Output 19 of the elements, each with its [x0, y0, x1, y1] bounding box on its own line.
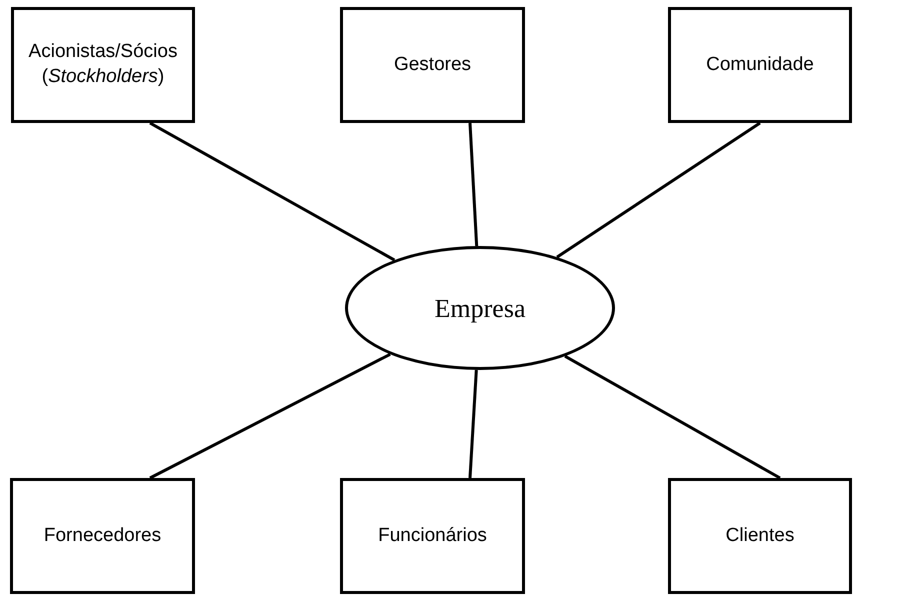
connector-line [149, 122, 396, 262]
stakeholder-box [668, 7, 852, 123]
node-label: Fornecedores [44, 524, 162, 548]
connector-line [564, 354, 781, 480]
node-title: Empresa [434, 292, 526, 324]
stakeholder-box [11, 7, 195, 123]
node-label: Gestores [394, 52, 472, 77]
stakeholder-box [340, 7, 525, 123]
node-label: Funcionários [378, 524, 487, 548]
connector-line [468, 370, 478, 478]
connector-line [556, 122, 761, 258]
stakeholder-box [10, 478, 195, 594]
node-label: Comunidade [706, 52, 814, 77]
node-label: Clientes [726, 524, 794, 548]
stakeholder-box [668, 478, 852, 594]
stakeholder-box [340, 478, 525, 594]
node-label: Acionistas/Sócios (Stockholders) [28, 40, 178, 89]
connector-line [468, 122, 478, 246]
connector-line [149, 352, 391, 480]
